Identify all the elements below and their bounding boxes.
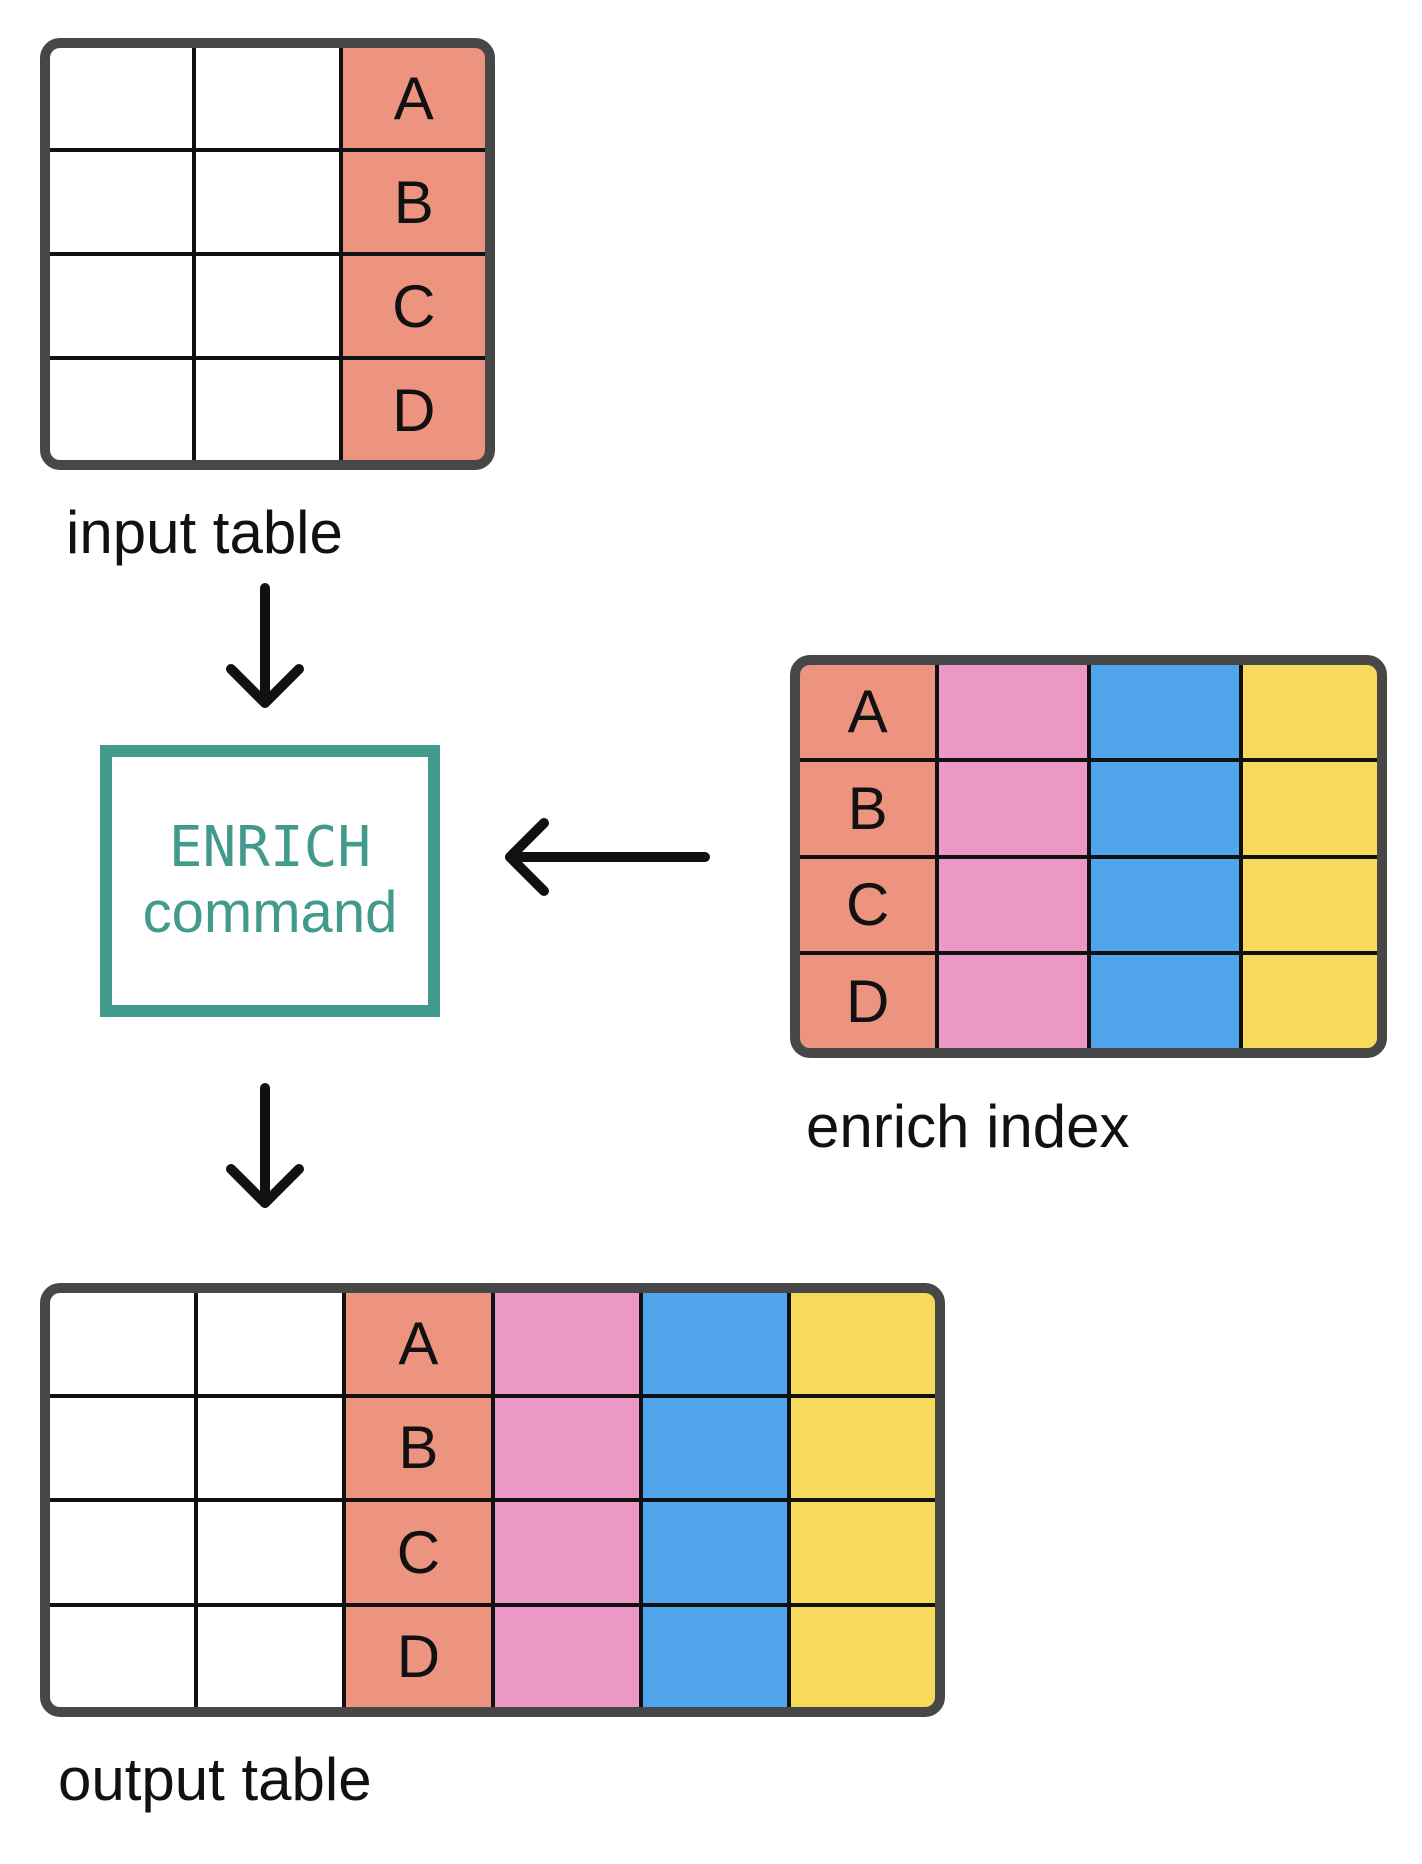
table-cell xyxy=(196,360,339,460)
table-cell xyxy=(1091,761,1239,855)
table-cell xyxy=(1242,955,1377,1048)
enrich-index-table: A B C D xyxy=(790,655,1387,1058)
table-cell xyxy=(50,256,193,356)
key-cell: B xyxy=(346,1397,491,1498)
key-cell: C xyxy=(342,256,485,356)
output-table: A B C D xyxy=(40,1283,945,1717)
enrich-index-label: enrich index xyxy=(806,1093,1130,1160)
table-cell xyxy=(196,48,339,148)
arrow-down-icon xyxy=(226,583,304,708)
key-cell: C xyxy=(346,1502,491,1603)
key-cell: A xyxy=(342,48,485,148)
table-cell xyxy=(494,1502,639,1603)
key-cell: D xyxy=(800,955,936,1048)
output-table-label: output table xyxy=(58,1746,372,1813)
table-cell xyxy=(939,858,1088,952)
table-cell xyxy=(198,1293,343,1394)
table-cell xyxy=(790,1397,935,1498)
key-cell: D xyxy=(342,360,485,460)
key-cell: B xyxy=(342,152,485,252)
arrow-down-icon xyxy=(226,1083,304,1208)
table-cell xyxy=(196,256,339,356)
table-cell xyxy=(642,1293,787,1394)
key-cell: C xyxy=(800,858,936,952)
table-cell xyxy=(939,955,1088,1048)
table-cell xyxy=(198,1397,343,1498)
table-cell xyxy=(642,1606,787,1707)
table-cell xyxy=(790,1293,935,1394)
key-cell: A xyxy=(346,1293,491,1394)
table-cell xyxy=(1091,955,1239,1048)
table-cell xyxy=(790,1606,935,1707)
table-cell xyxy=(50,1397,195,1498)
enrich-index-grid: A B C D xyxy=(800,665,1377,1048)
table-cell xyxy=(494,1606,639,1707)
table-cell xyxy=(494,1293,639,1394)
output-table-grid: A B C D xyxy=(50,1293,935,1707)
table-cell xyxy=(50,48,193,148)
table-cell xyxy=(50,1502,195,1603)
table-cell xyxy=(196,152,339,252)
table-cell xyxy=(494,1397,639,1498)
input-table: A B C D xyxy=(40,38,495,470)
table-cell xyxy=(939,665,1088,758)
key-cell: D xyxy=(346,1606,491,1707)
table-cell xyxy=(642,1397,787,1498)
enrich-command-box: ENRICH command xyxy=(100,745,440,1017)
table-cell xyxy=(790,1502,935,1603)
enrich-command-word: command xyxy=(142,880,398,945)
table-cell xyxy=(50,360,193,460)
key-cell: B xyxy=(800,761,936,855)
table-cell xyxy=(1242,665,1377,758)
table-cell xyxy=(1242,761,1377,855)
table-cell xyxy=(50,1293,195,1394)
enrich-command-name: ENRICH xyxy=(168,815,372,880)
table-cell xyxy=(50,152,193,252)
table-cell xyxy=(198,1606,343,1707)
table-cell xyxy=(642,1502,787,1603)
table-cell xyxy=(939,761,1088,855)
table-cell xyxy=(1242,858,1377,952)
table-cell xyxy=(198,1502,343,1603)
input-table-grid: A B C D xyxy=(50,48,485,460)
key-cell: A xyxy=(800,665,936,758)
table-cell xyxy=(1091,858,1239,952)
input-table-label: input table xyxy=(66,499,343,566)
arrow-left-icon xyxy=(505,818,710,896)
table-cell xyxy=(50,1606,195,1707)
table-cell xyxy=(1091,665,1239,758)
